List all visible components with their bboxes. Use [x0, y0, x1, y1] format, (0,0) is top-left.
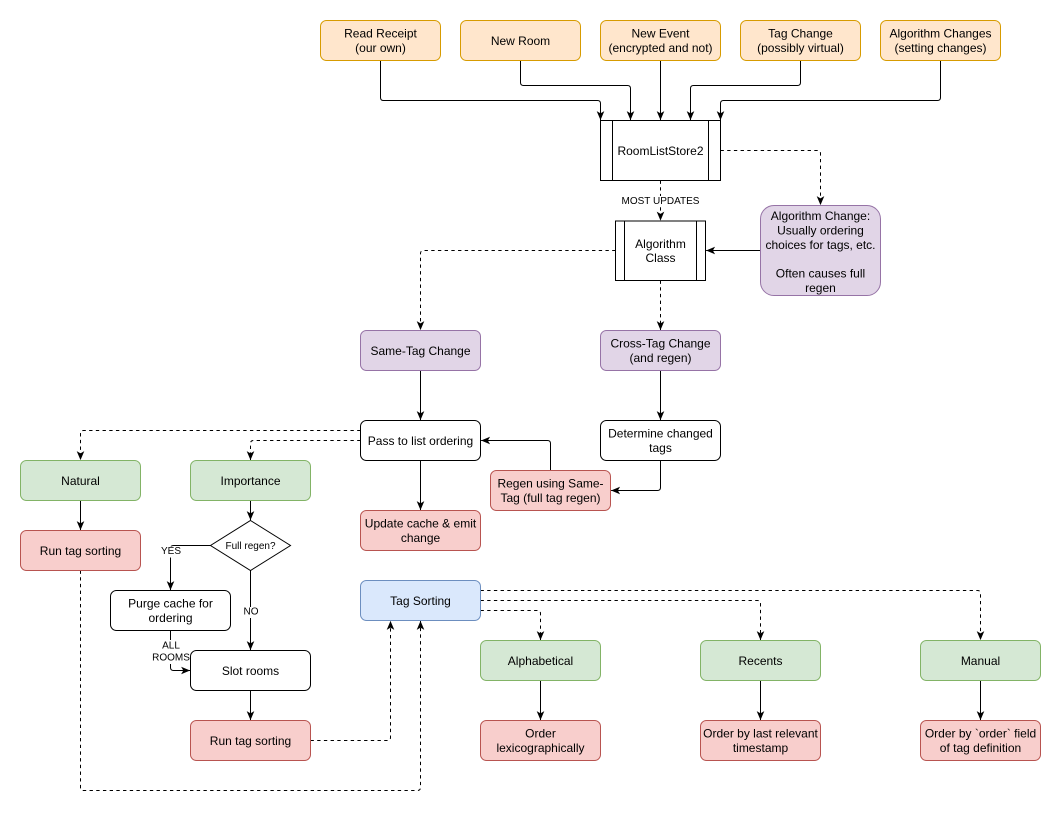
- svg-text:Often causes full: Often causes full: [776, 267, 865, 281]
- svg-text:timestamp: timestamp: [733, 741, 789, 755]
- svg-text:Algorithm: Algorithm: [635, 237, 686, 251]
- svg-text:(encrypted and not): (encrypted and not): [608, 41, 712, 55]
- svg-text:Full regen?: Full regen?: [225, 541, 275, 552]
- svg-text:ALL: ALL: [162, 641, 180, 652]
- svg-text:Pass to list ordering: Pass to list ordering: [368, 434, 473, 448]
- svg-text:Recents: Recents: [738, 654, 782, 668]
- svg-text:regen: regen: [805, 281, 836, 295]
- svg-text:ordering: ordering: [148, 611, 192, 625]
- svg-text:Usually ordering: Usually ordering: [777, 223, 864, 237]
- svg-text:Tag (full tag regen): Tag (full tag regen): [500, 491, 600, 505]
- svg-text:Order by `order` field: Order by `order` field: [925, 727, 1036, 741]
- svg-text:(possibly virtual): (possibly virtual): [757, 41, 844, 55]
- svg-text:Purge cache for: Purge cache for: [128, 597, 213, 611]
- svg-text:Algorithm Change:: Algorithm Change:: [771, 209, 870, 223]
- svg-text:NO: NO: [244, 607, 259, 618]
- svg-text:Order: Order: [525, 727, 556, 741]
- svg-text:Determine changed: Determine changed: [608, 427, 713, 441]
- svg-text:tags: tags: [649, 441, 672, 455]
- svg-text:ROOMS: ROOMS: [152, 652, 190, 663]
- svg-text:Alphabetical: Alphabetical: [508, 654, 573, 668]
- svg-text:New Room: New Room: [491, 34, 550, 48]
- svg-text:Manual: Manual: [961, 654, 1000, 668]
- svg-text:YES: YES: [161, 546, 181, 557]
- svg-text:Order by last relevant: Order by last relevant: [703, 727, 818, 741]
- svg-text:Importance: Importance: [220, 474, 280, 488]
- svg-text:Update cache & emit: Update cache & emit: [365, 517, 477, 531]
- svg-text:(setting changes): (setting changes): [894, 41, 986, 55]
- svg-text:MOST UPDATES: MOST UPDATES: [622, 196, 700, 207]
- svg-text:Tag Change: Tag Change: [768, 27, 833, 41]
- svg-text:Slot rooms: Slot rooms: [222, 664, 279, 678]
- svg-text:Same-Tag Change: Same-Tag Change: [370, 344, 470, 358]
- svg-text:choices for tags, etc.: choices for tags, etc.: [765, 238, 875, 252]
- svg-text:Read Receipt: Read Receipt: [344, 27, 417, 41]
- svg-text:Algorithm Changes: Algorithm Changes: [889, 27, 991, 41]
- svg-text:Run tag sorting: Run tag sorting: [210, 734, 291, 748]
- svg-text:Tag Sorting: Tag Sorting: [390, 594, 451, 608]
- svg-text:Natural: Natural: [61, 474, 100, 488]
- svg-text:Class: Class: [645, 251, 675, 265]
- svg-text:Run tag sorting: Run tag sorting: [40, 544, 121, 558]
- svg-text:New Event: New Event: [631, 27, 690, 41]
- svg-text:lexicographically: lexicographically: [496, 741, 584, 755]
- svg-text:RoomListStore2: RoomListStore2: [617, 144, 703, 158]
- svg-text:Cross-Tag Change: Cross-Tag Change: [610, 337, 710, 351]
- svg-text:of tag definition: of tag definition: [940, 741, 1021, 755]
- svg-text:change: change: [401, 531, 441, 545]
- svg-text:Regen using Same-: Regen using Same-: [497, 477, 603, 491]
- svg-text:(our own): (our own): [355, 41, 406, 55]
- svg-text:(and regen): (and regen): [629, 351, 691, 365]
